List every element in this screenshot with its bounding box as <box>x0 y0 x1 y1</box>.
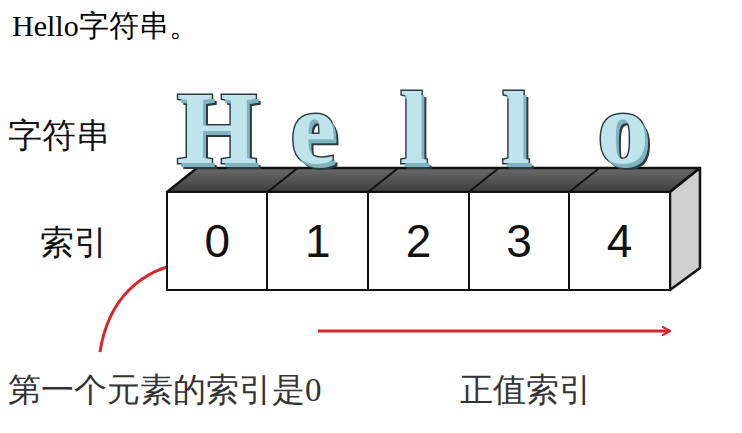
title: Hello字符串。 <box>12 8 199 44</box>
note: 第一个元素的索引是0 <box>8 370 322 410</box>
index-cell: 2 <box>367 191 470 292</box>
row-label: 索引 <box>40 222 108 262</box>
string-letter: l <box>502 76 531 180</box>
note: 正值索引 <box>460 370 592 410</box>
index-cell: 1 <box>266 191 369 292</box>
string-letter: e <box>290 76 336 180</box>
string-letter: H <box>177 76 258 180</box>
index-number: 1 <box>305 216 331 266</box>
index-number: 3 <box>506 216 532 266</box>
direction-arrow <box>318 330 670 333</box>
index-number: 4 <box>607 216 633 266</box>
index-cell: 0 <box>166 191 269 292</box>
string-letter: l <box>400 76 429 180</box>
index-number: 2 <box>406 216 432 266</box>
index-number: 0 <box>204 216 230 266</box>
index-cell: 4 <box>568 191 671 292</box>
box-side-face <box>670 168 700 290</box>
index-cell: 3 <box>468 191 571 292</box>
row-label: 字符串 <box>8 115 110 155</box>
string-letter: o <box>597 76 649 180</box>
